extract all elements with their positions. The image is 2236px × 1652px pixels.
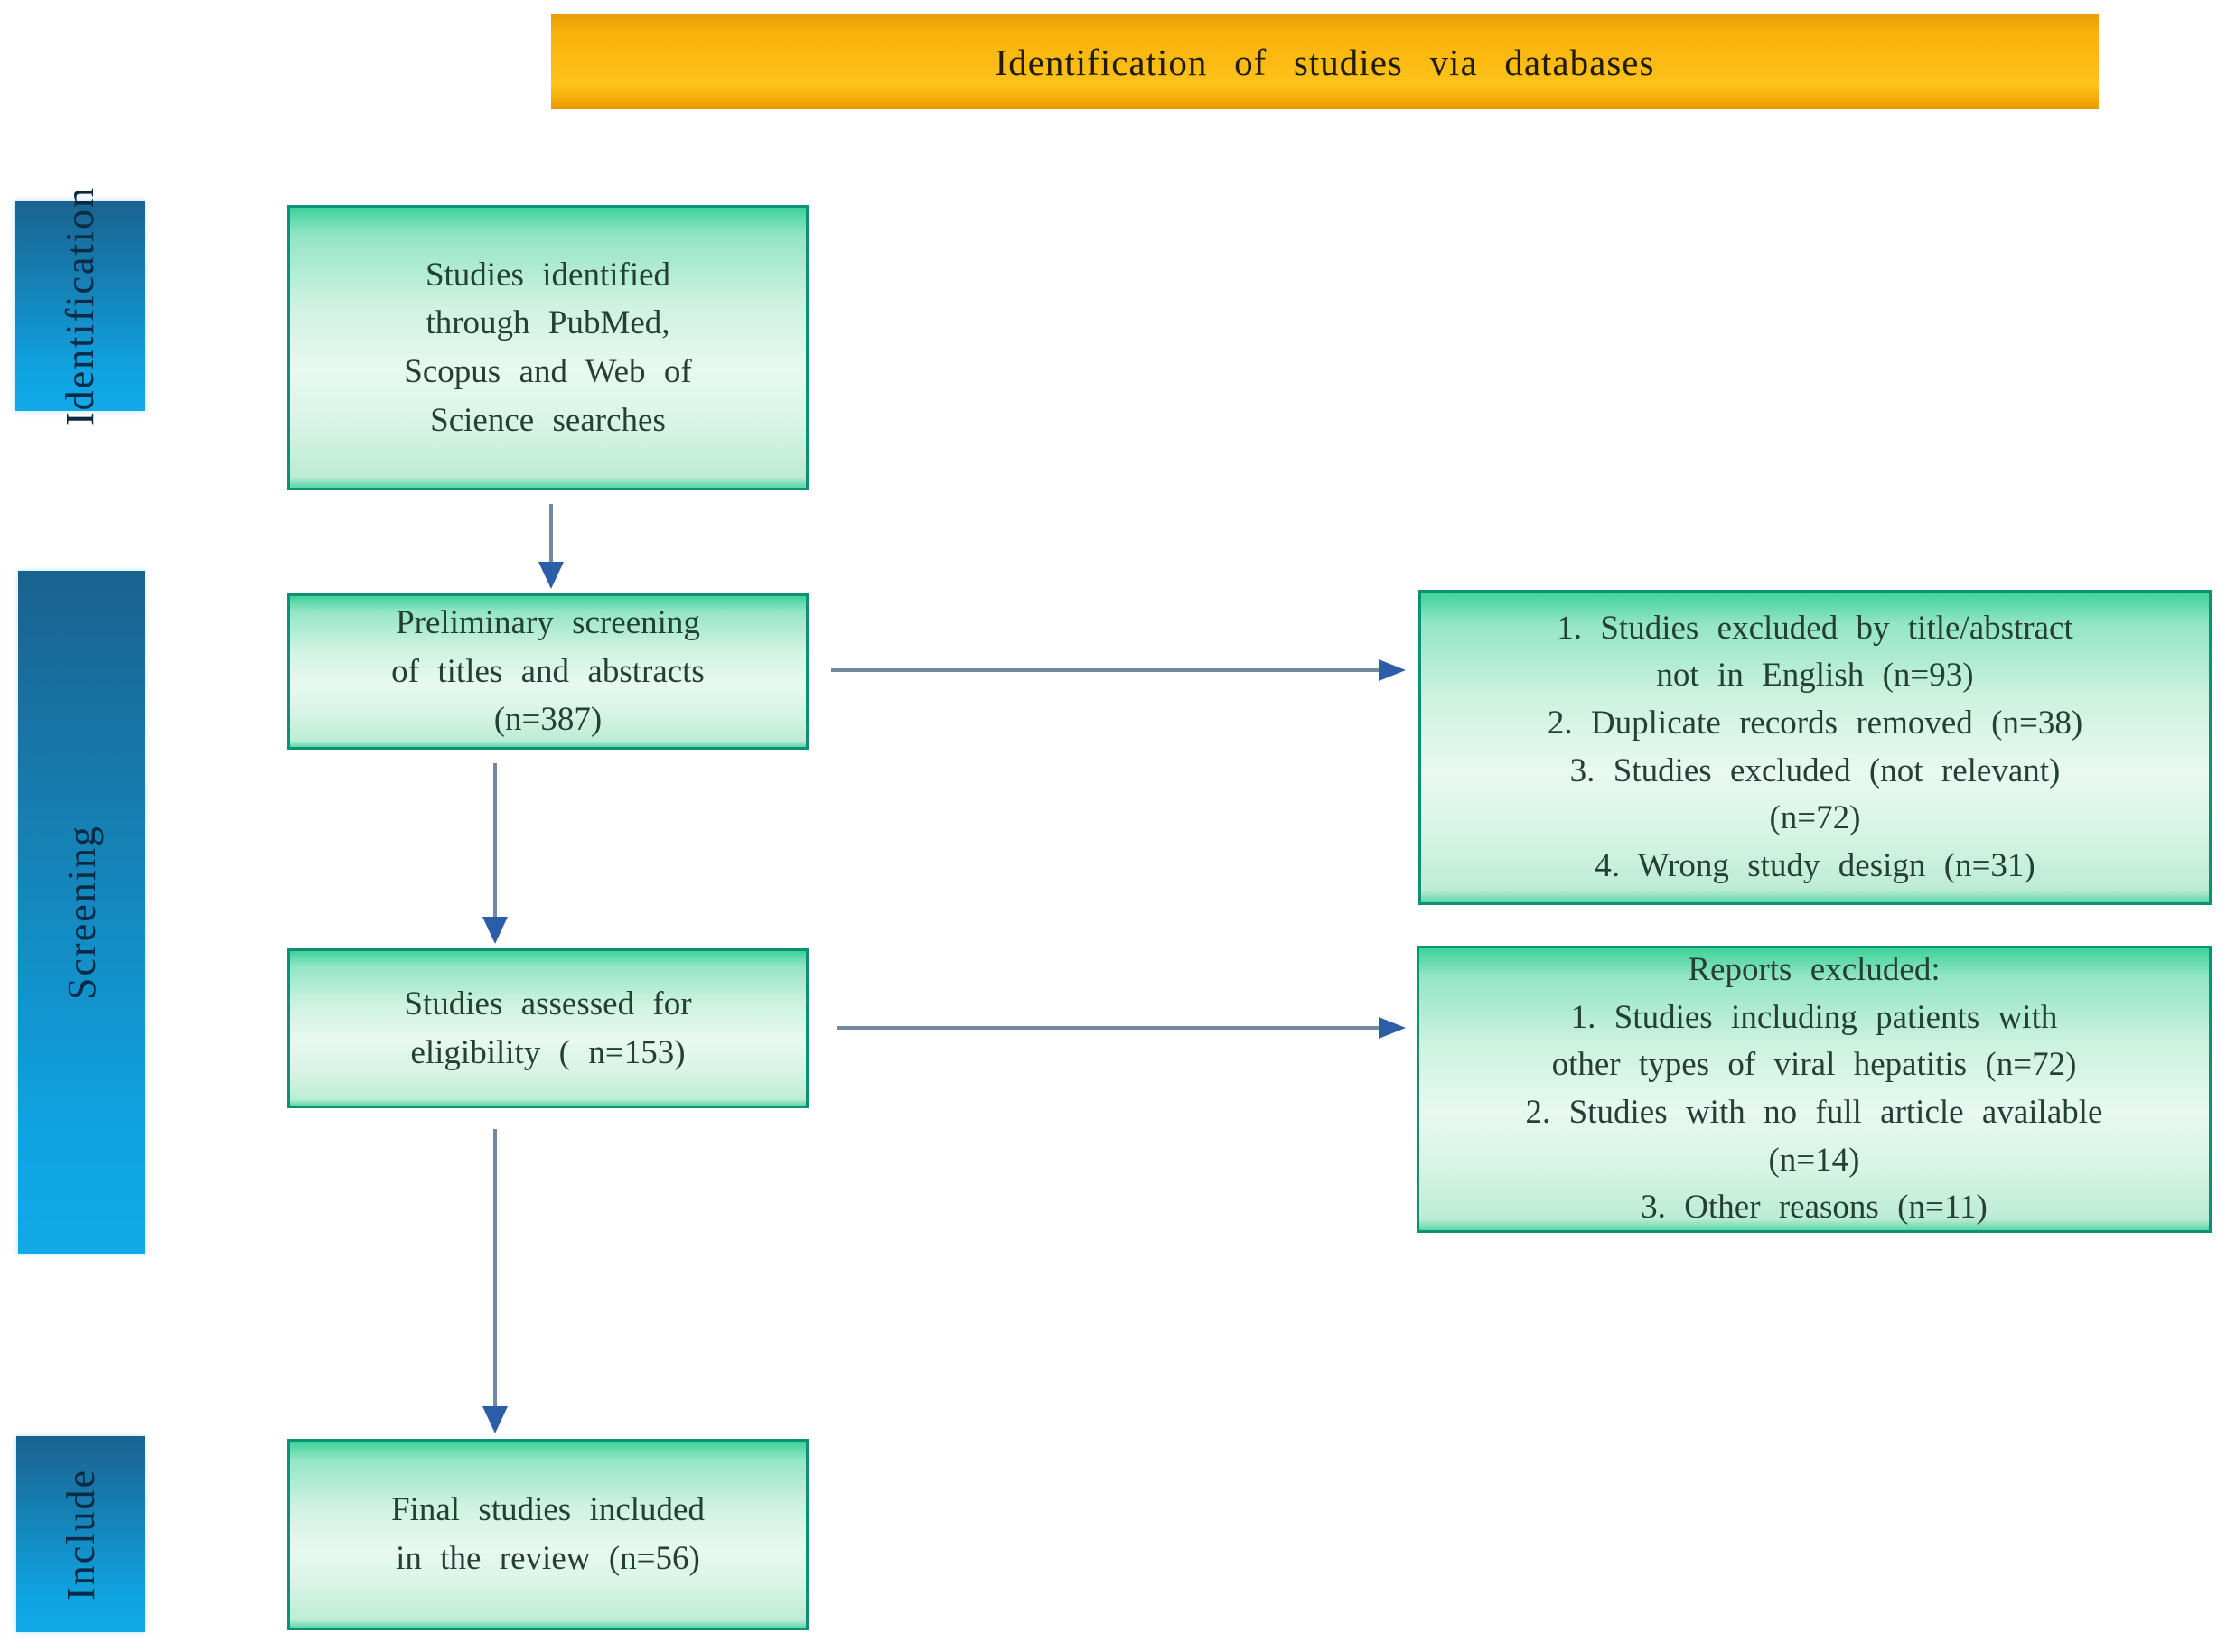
exclusion-item: 1. Studies excluded by title/abstract no… bbox=[1557, 609, 2073, 695]
arrow-assessed-to-exclusions bbox=[837, 1017, 1406, 1039]
flow-box-preliminary-screening: Preliminary screening of titles and abst… bbox=[287, 593, 809, 750]
banner-title: Identification of studies via databases bbox=[995, 41, 1655, 83]
flow-box-studies-identified-text: Studies identified through PubMed, Scopu… bbox=[404, 256, 692, 439]
stage-tab-include: Include bbox=[16, 1436, 145, 1632]
arrow-down-head bbox=[482, 1406, 508, 1433]
stage-tab-screening: Screening bbox=[18, 571, 145, 1254]
flow-box-final-included-text: Final studies included in the review (n=… bbox=[391, 1491, 705, 1577]
exclusion-item: 3. Other reasons (n=11) bbox=[1641, 1189, 1988, 1227]
exclusion-box-reports: Reports excluded: 1. Studies including p… bbox=[1417, 946, 2212, 1233]
banner: Identification of studies via databases bbox=[551, 14, 2099, 109]
flow-box-preliminary-screening-text: Preliminary screening of titles and abst… bbox=[391, 604, 705, 739]
stage-tab-include-label: Include bbox=[58, 1468, 103, 1601]
stage-tab-screening-label: Screening bbox=[59, 825, 104, 1000]
exclusion-item: 1. Studies including patients with other… bbox=[1551, 998, 2077, 1084]
flow-box-studies-assessed-text: Studies assessed for eligibility ( n=153… bbox=[404, 985, 692, 1071]
arrow-line bbox=[837, 1026, 1379, 1030]
flow-box-studies-assessed: Studies assessed for eligibility ( n=153… bbox=[287, 948, 809, 1108]
arrow-right-head bbox=[1379, 659, 1406, 681]
arrow-screening-to-assessed bbox=[482, 763, 508, 944]
exclusion-box-title-abstract: 1. Studies excluded by title/abstract no… bbox=[1418, 590, 2212, 905]
exclusion-box-reports-title: Reports excluded: bbox=[1688, 951, 1941, 989]
arrow-line bbox=[493, 1129, 497, 1406]
stage-tab-identification: Identification bbox=[15, 186, 145, 425]
arrow-screening-to-exclusions bbox=[831, 659, 1406, 681]
flow-box-studies-identified: Studies identified through PubMed, Scopu… bbox=[287, 205, 809, 490]
arrow-right-head bbox=[1379, 1017, 1406, 1039]
exclusion-item: 2. Studies with no full article availabl… bbox=[1525, 1094, 2103, 1179]
stage-tab-identification-label: Identification bbox=[58, 186, 102, 426]
arrow-assessed-to-final bbox=[482, 1129, 508, 1433]
arrow-line bbox=[831, 668, 1379, 672]
exclusion-item: 2. Duplicate records removed (n=38) bbox=[1547, 704, 2083, 742]
exclusion-item: 4. Wrong study design (n=31) bbox=[1595, 846, 2035, 884]
exclusion-item: 3. Studies excluded (not relevant) (n=72… bbox=[1569, 751, 2061, 837]
arrow-down-head bbox=[538, 562, 564, 589]
arrow-line bbox=[549, 504, 553, 562]
arrow-down-head bbox=[482, 917, 508, 944]
arrow-line bbox=[493, 763, 497, 917]
flow-box-final-included: Final studies included in the review (n=… bbox=[287, 1439, 809, 1630]
arrow-identified-to-screening bbox=[538, 504, 564, 589]
